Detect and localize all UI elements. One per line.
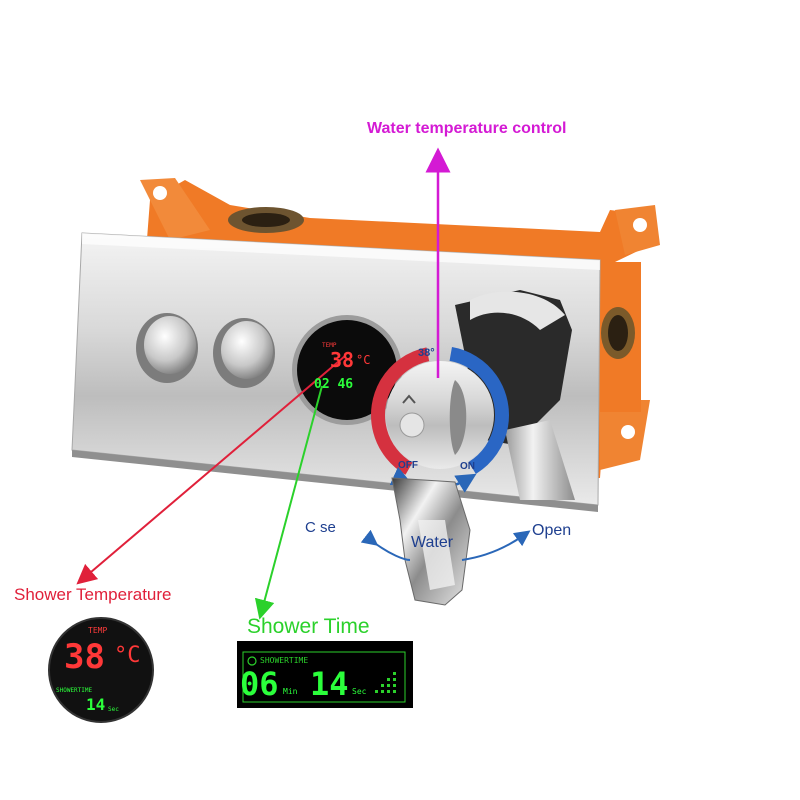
water-label: Water: [411, 534, 454, 551]
push-button-1[interactable]: [136, 313, 198, 383]
water-direction-arrow-right: [461, 530, 531, 561]
push-button-2[interactable]: [213, 318, 275, 388]
annotation-arrow-shower-time: [254, 385, 323, 620]
dial-off-label: OFF: [398, 460, 418, 471]
shower-time-label: Shower Time: [247, 615, 370, 638]
zoom-time-panel: [237, 641, 413, 708]
zoom-temp-panel: [48, 617, 154, 723]
zoom-time-min-unit: Min: [283, 687, 298, 696]
dial-temp-marker: 38°: [418, 347, 435, 359]
annotation-arrow-shower-temp: [76, 355, 346, 585]
zoom-time-value-small: 14: [86, 695, 106, 714]
dial-on-label: ON: [460, 461, 475, 472]
zoom-time-unit-small: Sec: [108, 706, 119, 713]
water-direction-arrow: [360, 529, 411, 561]
zoom-time-sec-unit: Sec: [352, 687, 367, 696]
zoom-time-minutes: 06: [240, 665, 279, 703]
zoom-temp-value: 38: [64, 637, 105, 677]
zoom-time-header: SHOWERTIME: [260, 656, 309, 665]
shower-temperature-label: Shower Temperature: [14, 585, 172, 604]
zoom-time-seconds: 14: [310, 665, 349, 703]
close-label: C se: [305, 519, 336, 536]
zoom-temp-label: TEMP: [88, 626, 108, 635]
display-time-value: 02 46: [314, 377, 354, 392]
zoom-temp-unit: °C: [114, 643, 141, 668]
water-temperature-control-label: Water temperature control: [367, 120, 567, 137]
lever-handle[interactable]: [391, 477, 471, 606]
display-temp-value: 38: [330, 348, 355, 372]
display-temp-unit: °C: [356, 353, 371, 367]
zoom-time-label-small: SHOWERTIME: [56, 687, 93, 694]
display-temp-label: TEMP: [322, 342, 337, 349]
open-label: Open: [532, 522, 572, 539]
